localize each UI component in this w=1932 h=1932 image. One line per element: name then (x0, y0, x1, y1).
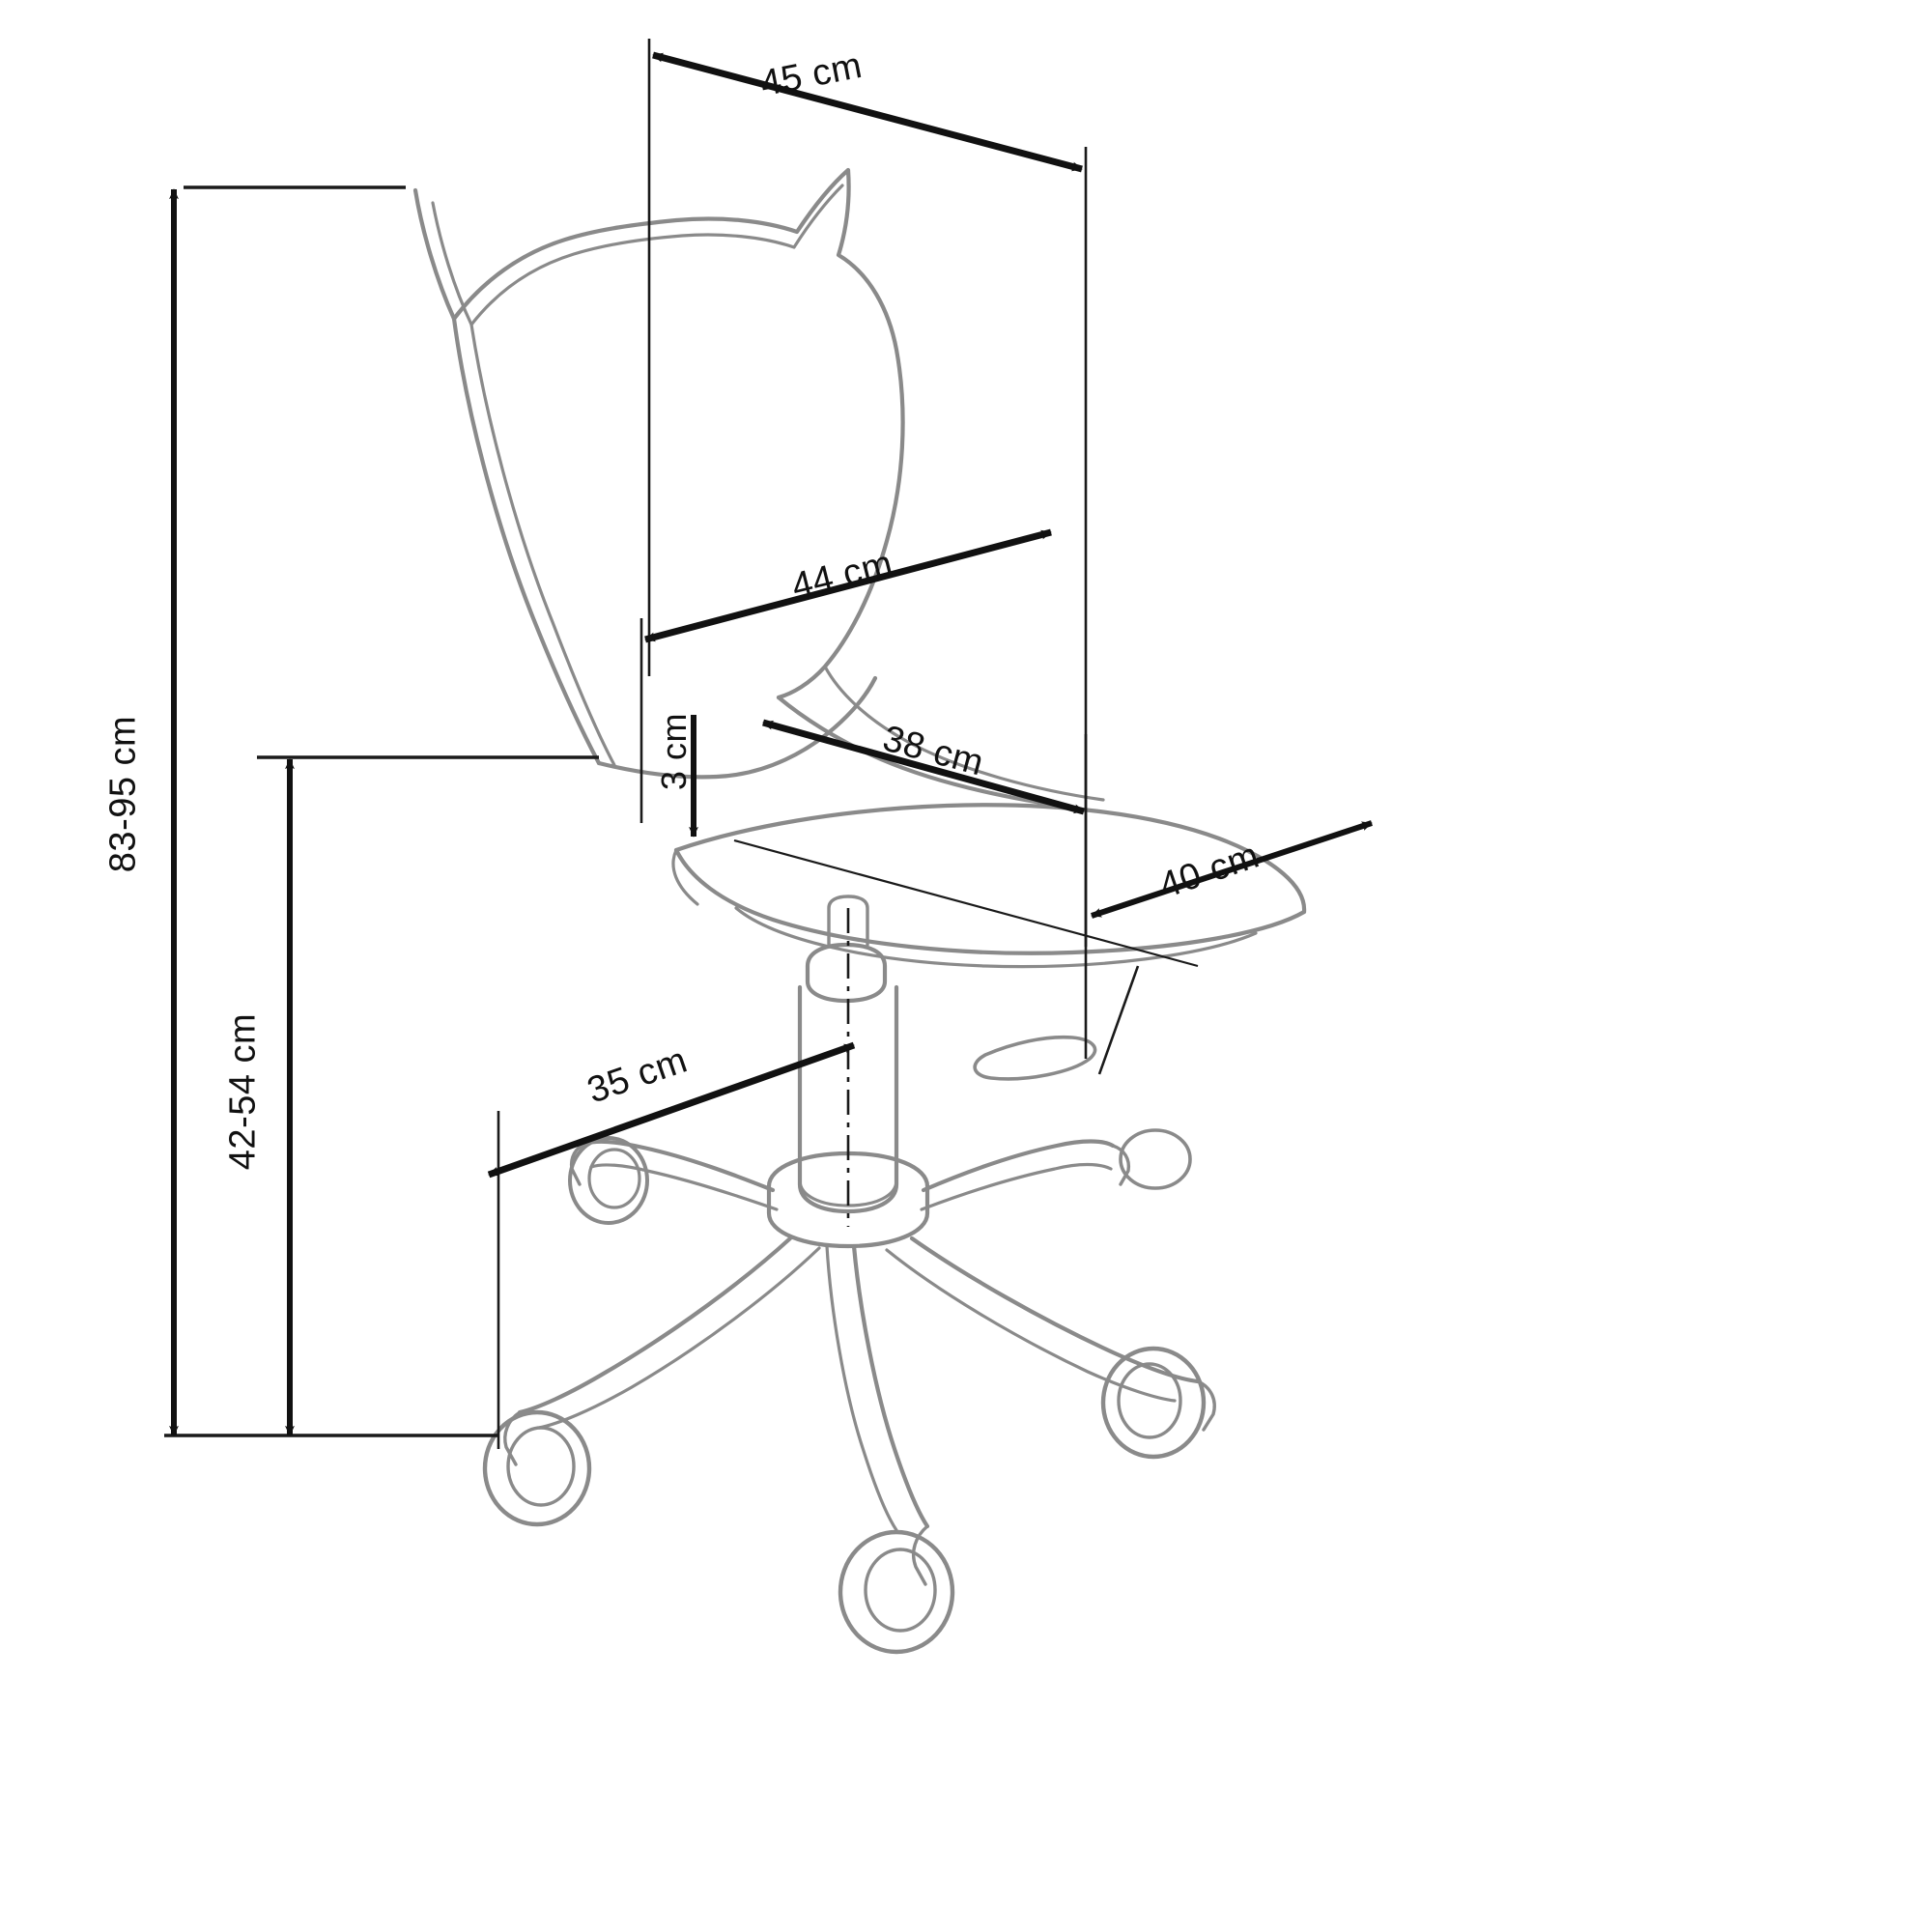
caster-wheel-left-back-inner (587, 1148, 641, 1209)
seat-left-thickness (671, 848, 699, 906)
base-hub-ring (767, 1211, 929, 1248)
dim-arrow-44 (644, 528, 1052, 643)
base-arm-left-front-lower (537, 1246, 821, 1430)
caster-wheel-right-back (1119, 1128, 1192, 1190)
dim-label-83-95: 83-95 cm (102, 715, 144, 873)
seat-underside (734, 906, 1258, 969)
dim-arrow-45 (652, 51, 1083, 173)
backrest-outer-outline (412, 167, 905, 700)
base-arm-left-back-lower (589, 1163, 779, 1211)
caster-stem-right-back (1111, 1144, 1131, 1186)
base-arm-right-back (921, 1139, 1116, 1193)
caster-wheel-center-front-inner (864, 1548, 937, 1633)
backrest-inner-outline (431, 184, 844, 327)
gas-lift-column (797, 984, 899, 1214)
base-arm-right-front (909, 1236, 1201, 1384)
dim-label-3: 3 cm (654, 712, 694, 791)
caster-wheel-left-front-inner (506, 1426, 576, 1507)
base-arm-right-front-lower (885, 1248, 1177, 1403)
ext-line-40-left (1097, 965, 1140, 1075)
dim-arrow-35 (487, 1041, 856, 1179)
height-adjust-lever (973, 1035, 1097, 1081)
dimension-arrows-group (169, 51, 1373, 1436)
base-arm-center-front (851, 1243, 930, 1529)
caster-wheel-left-front (482, 1409, 592, 1527)
base-arm-right-back-lower (920, 1162, 1113, 1211)
backrest-left-edge (451, 316, 602, 766)
gas-lift-piston-top (827, 895, 869, 947)
dim-label-42-54: 42-54 cm (222, 1012, 264, 1171)
seat-front-edge (673, 847, 1307, 955)
base-arm-left-front (517, 1236, 793, 1415)
caster-wheel-right-front-inner (1117, 1362, 1182, 1439)
caster-stem-center-front (911, 1524, 929, 1586)
dim-arrow-38 (762, 719, 1085, 815)
gas-lift-upper-collar (805, 942, 888, 1004)
dim-arrow-40 (1091, 820, 1373, 919)
base-arm-center-front-lower (825, 1244, 898, 1532)
backrest-left-edge-inner (469, 323, 616, 767)
caster-wheel-center-front (838, 1529, 955, 1655)
ext-line-seat-bottom (733, 838, 1199, 968)
caster-wheel-right-front (1100, 1346, 1207, 1460)
chair-outline-group (412, 167, 1307, 1655)
